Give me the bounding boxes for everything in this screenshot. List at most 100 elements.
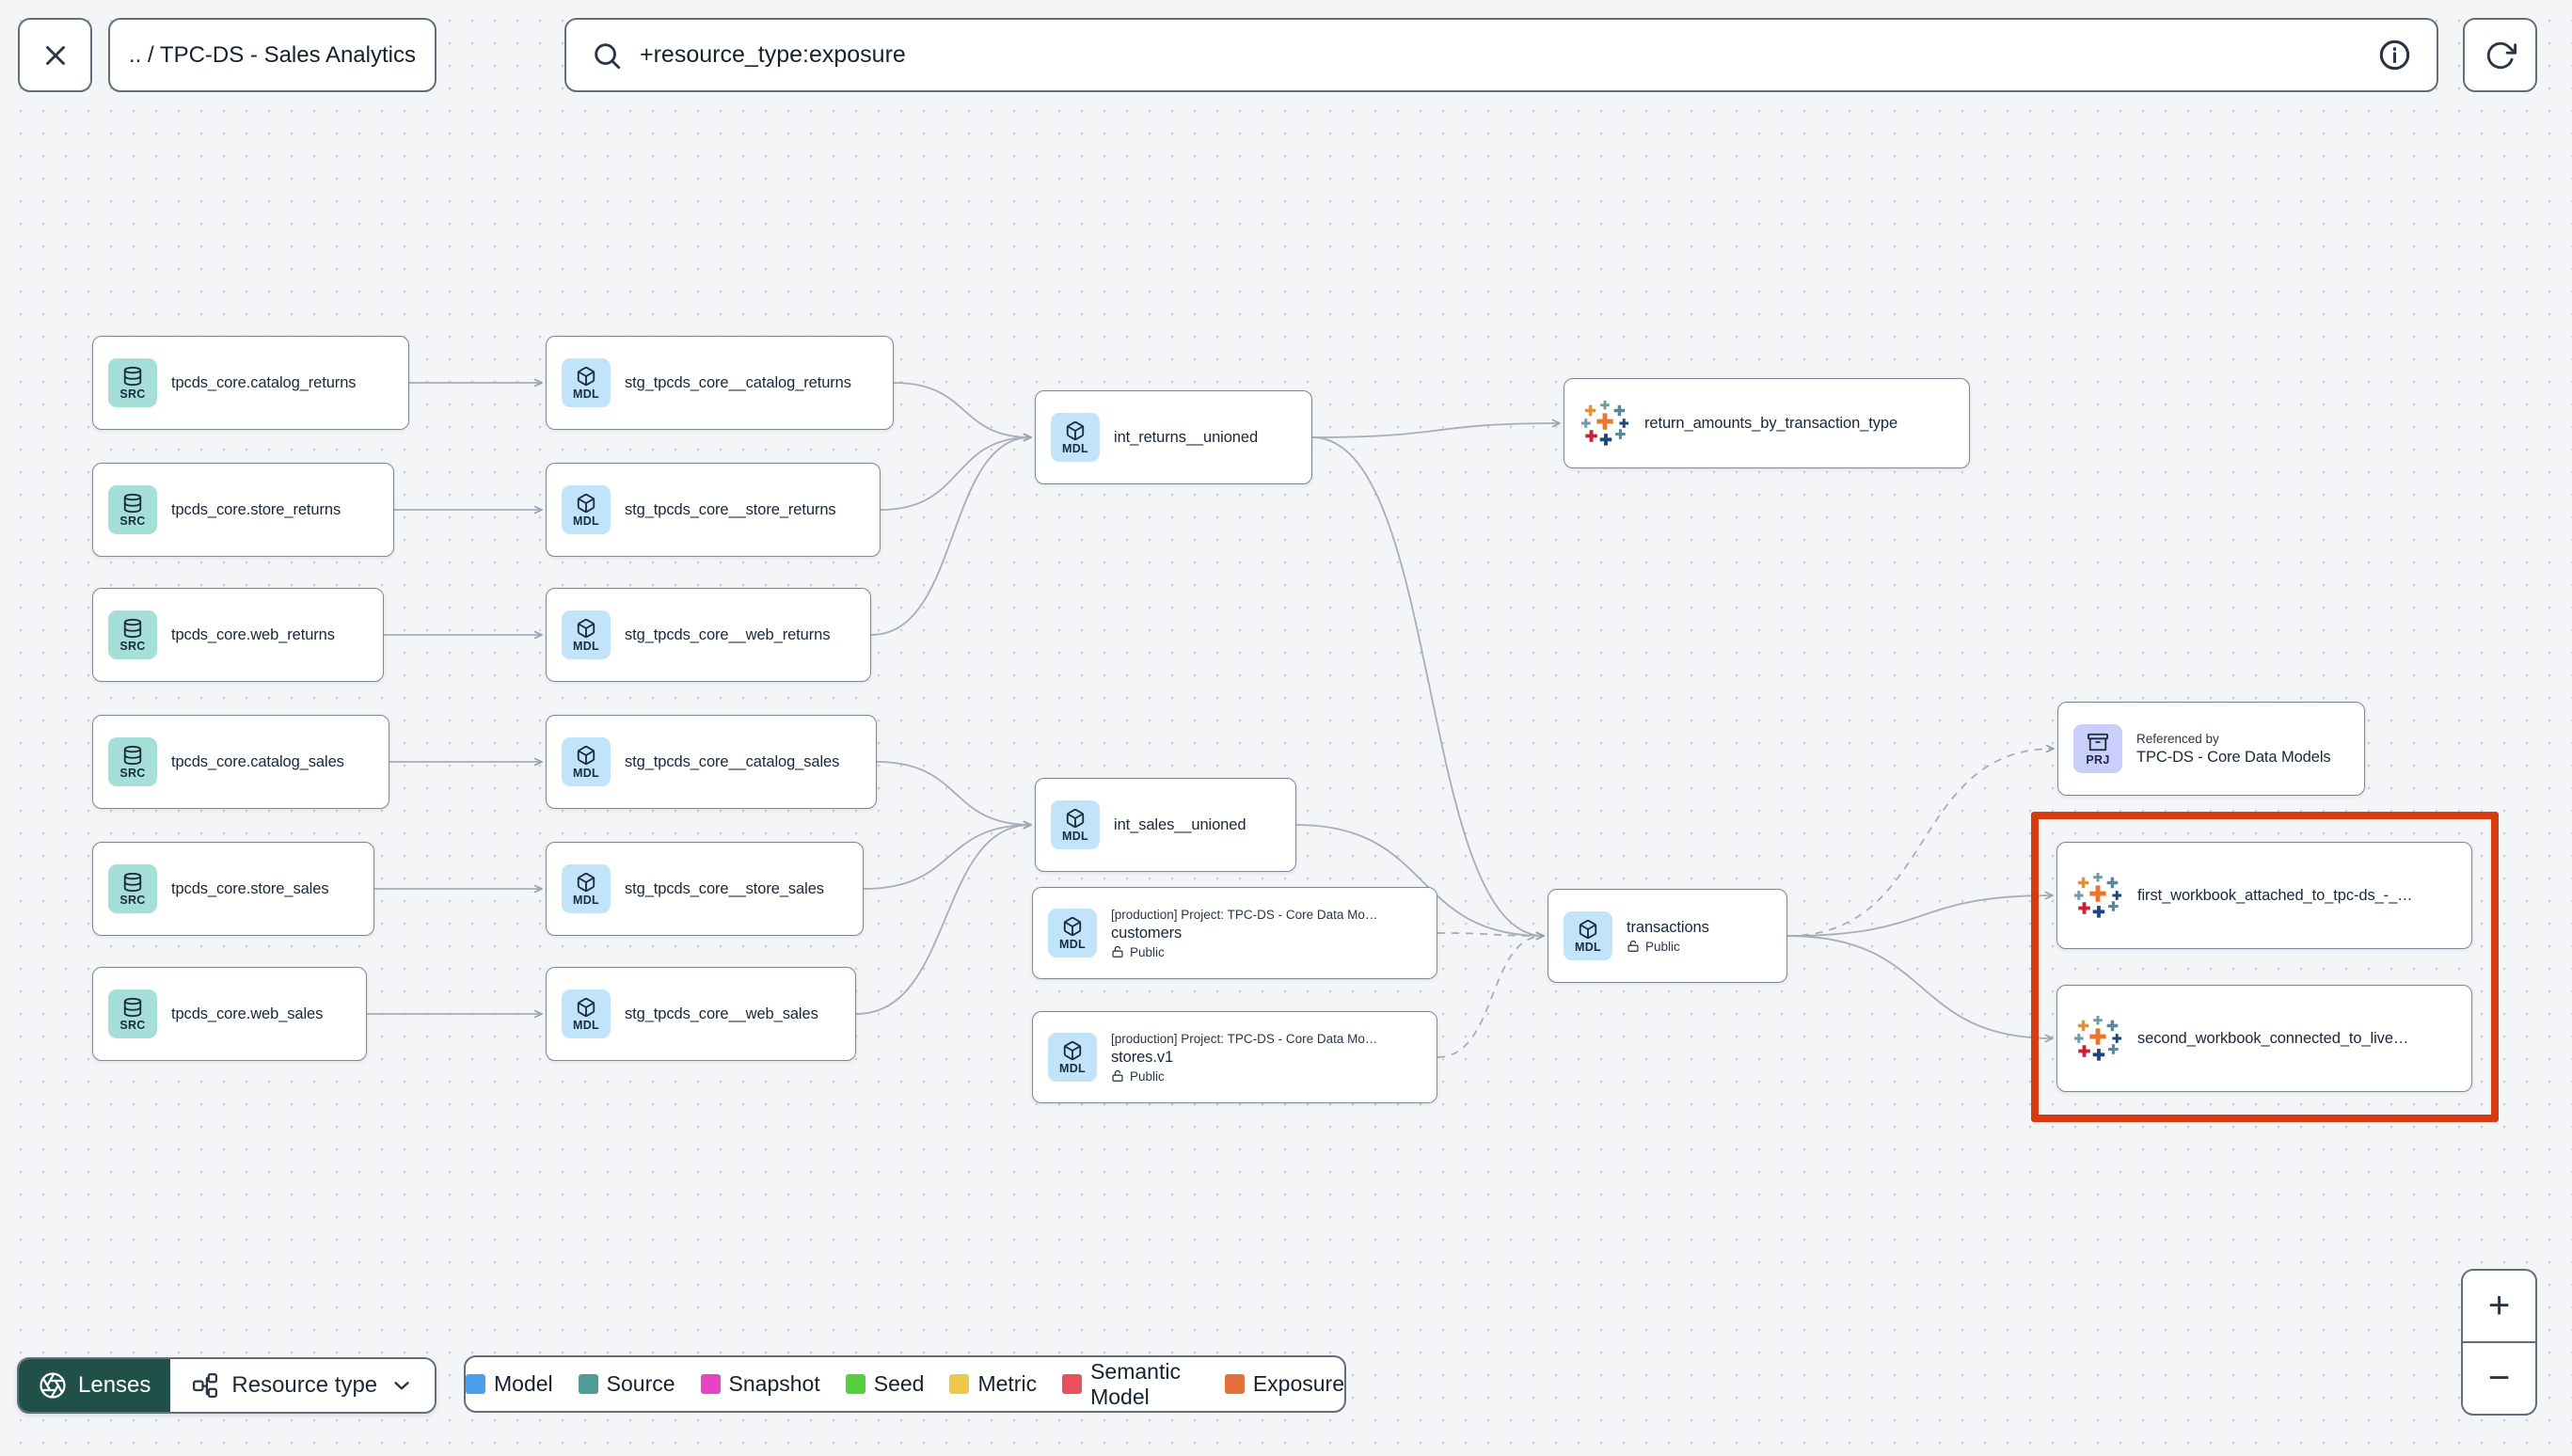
node-title: tpcds_core.web_sales [171, 1005, 324, 1022]
badge-label: MDL [573, 766, 599, 780]
source-badge: SRC [108, 864, 157, 913]
lenses-button[interactable]: Lenses [19, 1359, 171, 1412]
cube-icon [576, 493, 596, 514]
legend-swatch [466, 1374, 485, 1394]
node-referenced-by-project[interactable]: PRJ Referenced by TPC-DS - Core Data Model… [2057, 702, 2365, 796]
cube-icon [576, 872, 596, 893]
node-stores-v1[interactable]: MDL [production] Project: TPC-DS - Core D… [1032, 1011, 1437, 1103]
node-title: TPC-DS - Core Data Models [2136, 748, 2331, 766]
node-src-store-sales[interactable]: SRC tpcds_core.store_sales [92, 842, 374, 936]
legend-swatch [845, 1374, 865, 1394]
node-second-workbook[interactable]: second_workbook_connected_to_live… [2056, 985, 2472, 1092]
edge-customers-to-transactions [1437, 931, 1545, 941]
node-subtitle: Referenced by [2136, 731, 2219, 746]
badge-label: PRJ [2086, 752, 2110, 767]
badge-label: MDL [1059, 1061, 1086, 1075]
edge-stg-web-returns-to-int-returns-unioned [870, 433, 1032, 636]
edge-stg-store-returns-to-int-returns-unioned [880, 433, 1032, 511]
cube-icon [576, 618, 596, 639]
source-badge: SRC [108, 737, 157, 786]
legend-item-snapshot: Snapshot [700, 1371, 820, 1397]
legend-item-seed: Seed [845, 1371, 924, 1397]
refresh-button[interactable] [2463, 18, 2537, 92]
node-title: stg_tpcds_core__catalog_sales [625, 752, 840, 770]
zoom-in-button[interactable]: + [2487, 1285, 2511, 1326]
tableau-icon [2072, 870, 2123, 921]
legend-swatch [578, 1374, 598, 1394]
archive-icon [2088, 732, 2108, 752]
node-title: stg_tpcds_core__web_returns [625, 625, 831, 643]
info-icon[interactable] [2377, 38, 2412, 72]
cube-icon [1062, 916, 1083, 937]
search-input[interactable] [640, 41, 2360, 69]
badge-label: MDL [573, 514, 599, 528]
node-stg-web-returns[interactable]: MDL stg_tpcds_core__web_returns [546, 588, 871, 682]
legend-item-source: Source [578, 1371, 675, 1397]
node-subtitle: [production] Project: TPC-DS - Core Data… [1111, 1031, 1378, 1046]
node-title: tpcds_core.store_sales [171, 879, 329, 897]
model-badge: MDL [1051, 413, 1100, 462]
node-title: stg_tpcds_core__store_sales [625, 879, 824, 897]
node-title: return_amounts_by_transaction_type [1644, 414, 1898, 432]
aperture-icon [40, 1372, 66, 1399]
node-stg-web-sales[interactable]: MDL stg_tpcds_core__web_sales [546, 967, 856, 1061]
cube-icon [1065, 808, 1086, 829]
visibility-label: Public [1130, 944, 1165, 959]
node-title: customers [1111, 924, 1183, 942]
node-title: stg_tpcds_core__catalog_returns [625, 373, 851, 391]
node-stg-catalog-sales[interactable]: MDL stg_tpcds_core__catalog_sales [546, 715, 877, 809]
cube-icon [1062, 1040, 1083, 1061]
badge-label: SRC [119, 1018, 146, 1032]
cube-icon [576, 997, 596, 1018]
database-icon [122, 997, 143, 1018]
resource-type-dropdown[interactable]: Resource type [170, 1359, 436, 1412]
node-title: tpcds_core.catalog_sales [171, 752, 344, 770]
zoom-out-button[interactable]: − [2463, 1341, 2535, 1414]
model-badge: MDL [1048, 1033, 1097, 1082]
model-badge: MDL [562, 737, 611, 786]
node-title: tpcds_core.store_returns [171, 500, 341, 518]
edge-int-sales-unioned-to-transactions [1295, 824, 1545, 941]
cube-icon [576, 745, 596, 766]
close-button[interactable] [18, 18, 92, 92]
node-stg-store-returns[interactable]: MDL stg_tpcds_core__store_returns [546, 463, 881, 557]
badge-label: SRC [119, 893, 146, 907]
edge-int-returns-unioned-to-return-amounts-by-transaction-type [1311, 419, 1561, 438]
refresh-icon [2486, 41, 2516, 69]
lenses-label: Lenses [78, 1372, 151, 1398]
badge-label: SRC [119, 387, 146, 401]
node-stg-store-sales[interactable]: MDL stg_tpcds_core__store_sales [546, 842, 864, 936]
legend-label: Source [606, 1371, 675, 1396]
node-src-catalog-sales[interactable]: SRC tpcds_core.catalog_sales [92, 715, 389, 809]
badge-label: MDL [573, 893, 599, 907]
legend-swatch [700, 1374, 721, 1394]
legend-label: Metric [977, 1371, 1038, 1396]
node-customers[interactable]: MDL[production] Project: TPC-DS - Core D… [1032, 887, 1437, 979]
node-title: stg_tpcds_core__store_returns [625, 500, 836, 518]
node-src-web-sales[interactable]: SRC tpcds_core.web_sales [92, 967, 367, 1061]
tableau-icon [1580, 398, 1630, 449]
node-title: stg_tpcds_core__web_sales [625, 1005, 818, 1022]
search-icon [595, 42, 621, 69]
source-badge: SRC [108, 358, 157, 407]
node-title: tpcds_core.web_returns [171, 625, 335, 643]
tableau-icon [2072, 1013, 2123, 1064]
node-title: second_workbook_connected_to_live… [2137, 1029, 2409, 1047]
breadcrumb[interactable]: .. / TPC-DS - Sales Analytics [108, 18, 437, 92]
node-title: stores.v1 [1111, 1048, 1174, 1066]
node-title: int_sales__unioned [1114, 815, 1246, 833]
node-first-workbook[interactable]: first_workbook_attached_to_tpc-ds_-_… [2056, 842, 2472, 949]
unlock-icon [1111, 945, 1124, 958]
node-return-amounts-by-transaction-type[interactable]: return_amounts_by_transaction_type [1564, 378, 1970, 468]
badge-label: MDL [573, 639, 599, 653]
badge-label: MDL [573, 1018, 599, 1032]
